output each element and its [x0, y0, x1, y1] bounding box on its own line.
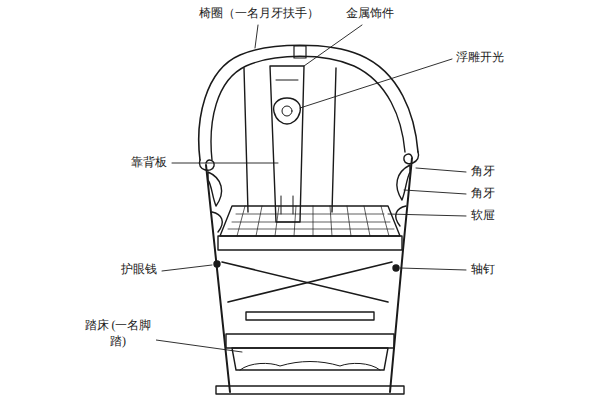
part-label: 角牙: [470, 164, 496, 180]
part-label: 护眼钱: [120, 262, 158, 278]
part-label: 轴钉: [470, 262, 496, 278]
part-label: 浮雕开光: [455, 50, 505, 66]
part-label: 靠背板: [130, 155, 168, 171]
part-label: 软屉: [470, 208, 496, 224]
part-label: 踏床 (一名脚踏): [80, 318, 156, 349]
part-label: 角牙: [470, 186, 496, 202]
part-label: 金属饰件: [345, 6, 395, 22]
part-label: 椅圈（一名月牙扶手）: [198, 6, 320, 22]
